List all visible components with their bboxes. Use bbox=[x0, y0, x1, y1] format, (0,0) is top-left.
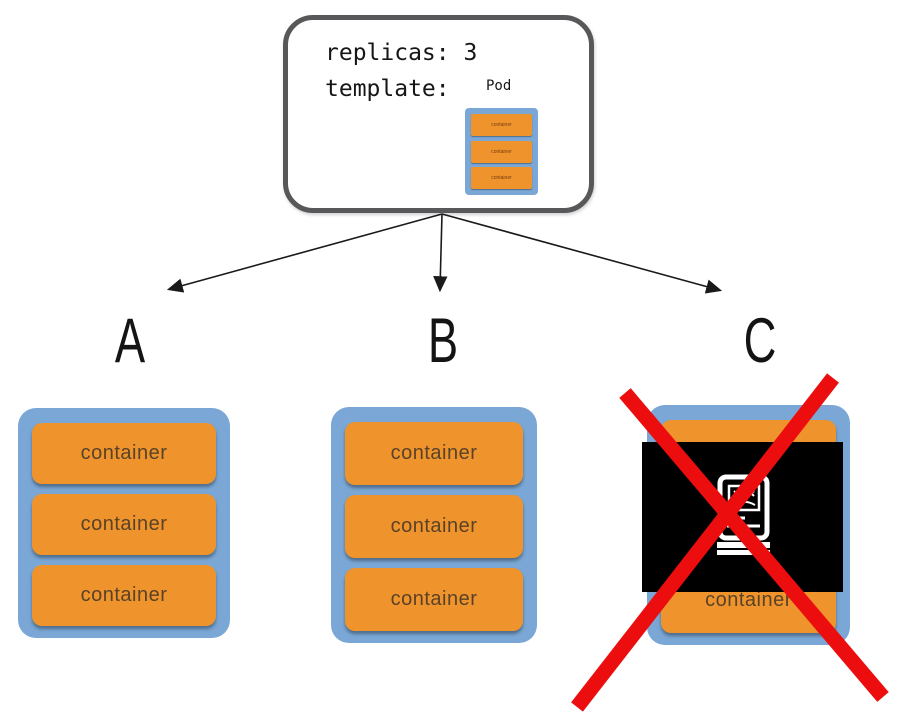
arrow-to-pod-b bbox=[433, 213, 448, 293]
arrow-to-pod-c bbox=[441, 213, 723, 294]
mini-container: container bbox=[471, 114, 532, 137]
crash-overlay bbox=[642, 442, 843, 592]
template-text: template: bbox=[325, 76, 450, 102]
pod-c-label: C bbox=[743, 306, 777, 376]
replicaset-spec-box: replicas: 3 template: Pod container cont… bbox=[283, 15, 594, 213]
container-box: container bbox=[32, 494, 216, 555]
container-box: container bbox=[32, 565, 216, 626]
container-box: container bbox=[32, 423, 216, 484]
pod-b-label: B bbox=[427, 306, 459, 376]
pod-a-label: A bbox=[114, 306, 146, 376]
mini-pod-template: container container container bbox=[465, 108, 538, 195]
pod-a: container container container bbox=[18, 408, 230, 638]
pod-b: container container container bbox=[331, 407, 537, 643]
container-box: container bbox=[345, 495, 523, 558]
mini-container: container bbox=[471, 140, 532, 163]
mini-container: container bbox=[471, 166, 532, 189]
sad-mac-crashed-computer-icon bbox=[716, 474, 770, 555]
replicas-text: replicas: 3 bbox=[325, 40, 478, 66]
container-box: container bbox=[345, 422, 523, 485]
pod-template-label: Pod bbox=[486, 78, 512, 94]
container-box: container bbox=[345, 568, 523, 631]
arrow-to-pod-a bbox=[166, 213, 443, 293]
